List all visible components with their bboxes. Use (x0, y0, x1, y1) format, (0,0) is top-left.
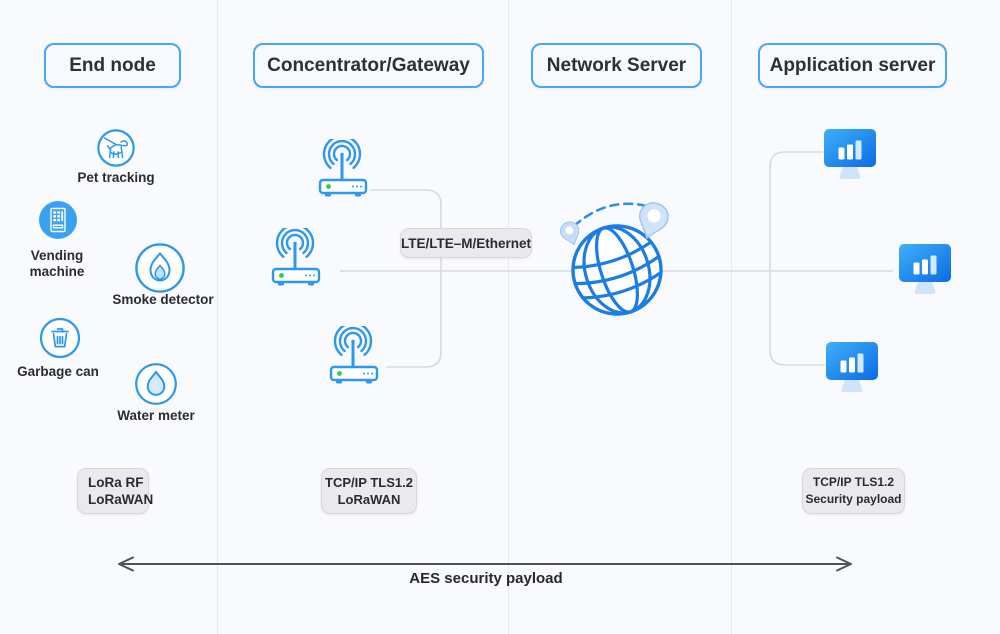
header-label: Network Server (546, 54, 687, 76)
monitor-chart-icon (825, 341, 879, 394)
dog-icon (97, 129, 135, 167)
protocol-badge-end-node: LoRa RF LoRaWAN (77, 468, 154, 514)
flame-icon (135, 243, 185, 293)
header-label: Application server (769, 54, 936, 76)
aes-security-arrow (118, 556, 852, 572)
column-divider (508, 0, 509, 634)
header-application-server: Application server (758, 43, 947, 88)
monitor-chart-icon (898, 243, 952, 296)
router-icon (266, 223, 326, 288)
protocol-line: LoRaWAN (337, 492, 401, 507)
vending-machine-icon (38, 200, 78, 240)
protocol-line: TCP/IP TLS1.2 (325, 475, 413, 490)
device-label: Vending machine (29, 248, 85, 279)
location-pin-icon (639, 202, 669, 240)
device-label: Smoke detector (112, 292, 214, 307)
water-drop-icon (135, 363, 177, 405)
protocol-badge-application-server: TCP/IP TLS1.2 Security payload (802, 468, 905, 514)
monitor-chart-icon (823, 128, 877, 181)
column-divider (217, 0, 218, 634)
router-icon (313, 134, 373, 199)
column-divider (731, 0, 732, 634)
trash-icon (39, 317, 81, 359)
protocol-line: LoRaWAN (88, 492, 154, 507)
protocol-line: Security payload (805, 492, 902, 506)
protocol-line: LoRa RF (88, 475, 144, 490)
header-label: End node (69, 54, 156, 76)
device-label: Garbage can (17, 364, 99, 379)
link-protocol-label: LTE/LTE–M/Ethernet (401, 235, 532, 251)
header-end-node: End node (44, 43, 181, 88)
appserver-branch-line (769, 151, 825, 366)
header-label: Concentrator/Gateway (267, 54, 470, 76)
protocol-line: TCP/IP TLS1.2 (812, 475, 895, 489)
location-pin-icon (559, 221, 580, 246)
link-protocol-badge: LTE/LTE–M/Ethernet (400, 228, 532, 258)
router-icon (324, 321, 384, 386)
header-concentrator-gateway: Concentrator/Gateway (253, 43, 484, 88)
header-network-server: Network Server (531, 43, 702, 88)
aes-arrow-label: AES security payload (409, 570, 563, 587)
device-label: Pet tracking (77, 170, 155, 185)
device-label: Water meter (117, 408, 195, 423)
globe-icon (550, 192, 695, 332)
protocol-badge-gateway: TCP/IP TLS1.2 LoRaWAN (321, 468, 417, 514)
